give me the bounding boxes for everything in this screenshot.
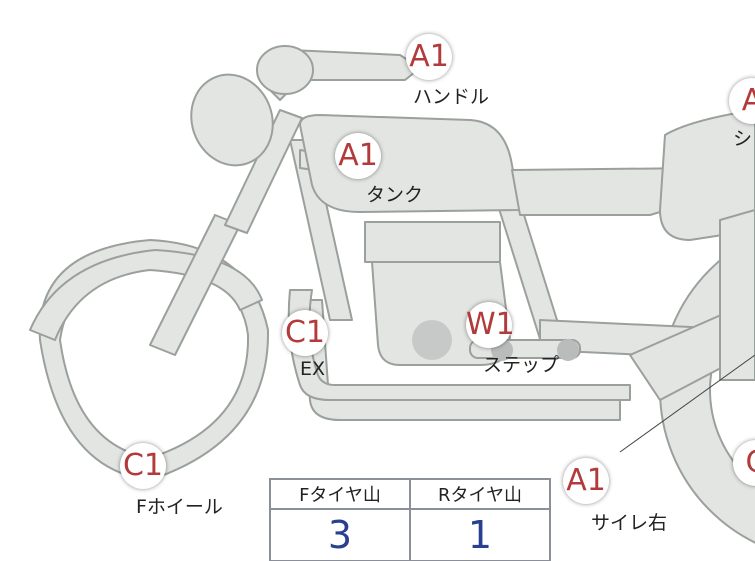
marker-label-step: ステップ	[483, 354, 560, 376]
marker-label-exhaust: EX	[300, 358, 326, 380]
front-tire-tread-value: 3	[269, 508, 411, 561]
marker-code-handlebar: A1	[406, 34, 452, 80]
seat	[659, 109, 755, 241]
tire-tread-table: Fタイヤ山 Rタイヤ山 3 1	[269, 478, 551, 561]
rear-tire-tread-value: 1	[409, 508, 551, 561]
rear-tire-tread-header: Rタイヤ山	[409, 478, 551, 510]
marker-code-seat: A	[729, 78, 755, 124]
marker-code-step: W1	[466, 302, 515, 348]
marker-code-front-wheel: C1	[120, 443, 166, 489]
marker-label-front-wheel: Fホイール	[136, 496, 223, 518]
marker-label-tank: タンク	[366, 184, 424, 206]
engine-head	[364, 221, 501, 263]
marker-code-tank: A1	[335, 133, 381, 179]
mirror	[256, 45, 314, 95]
marker-code-exhaust: C1	[282, 310, 328, 356]
headlight	[190, 73, 274, 167]
marker-label-seat: シ	[733, 128, 753, 150]
marker-code-rear-wheel: C	[733, 440, 755, 486]
leader-line	[619, 354, 755, 453]
engine-cover	[412, 320, 452, 360]
step-peg-right	[557, 339, 579, 361]
marker-code-muffler-right: A1	[563, 458, 609, 504]
front-tire-tread-header: Fタイヤ山	[269, 478, 411, 510]
rear-shock	[719, 209, 755, 381]
marker-label-muffler-right: サイレ右	[591, 512, 668, 534]
marker-label-handlebar: ハンドル	[413, 86, 490, 108]
